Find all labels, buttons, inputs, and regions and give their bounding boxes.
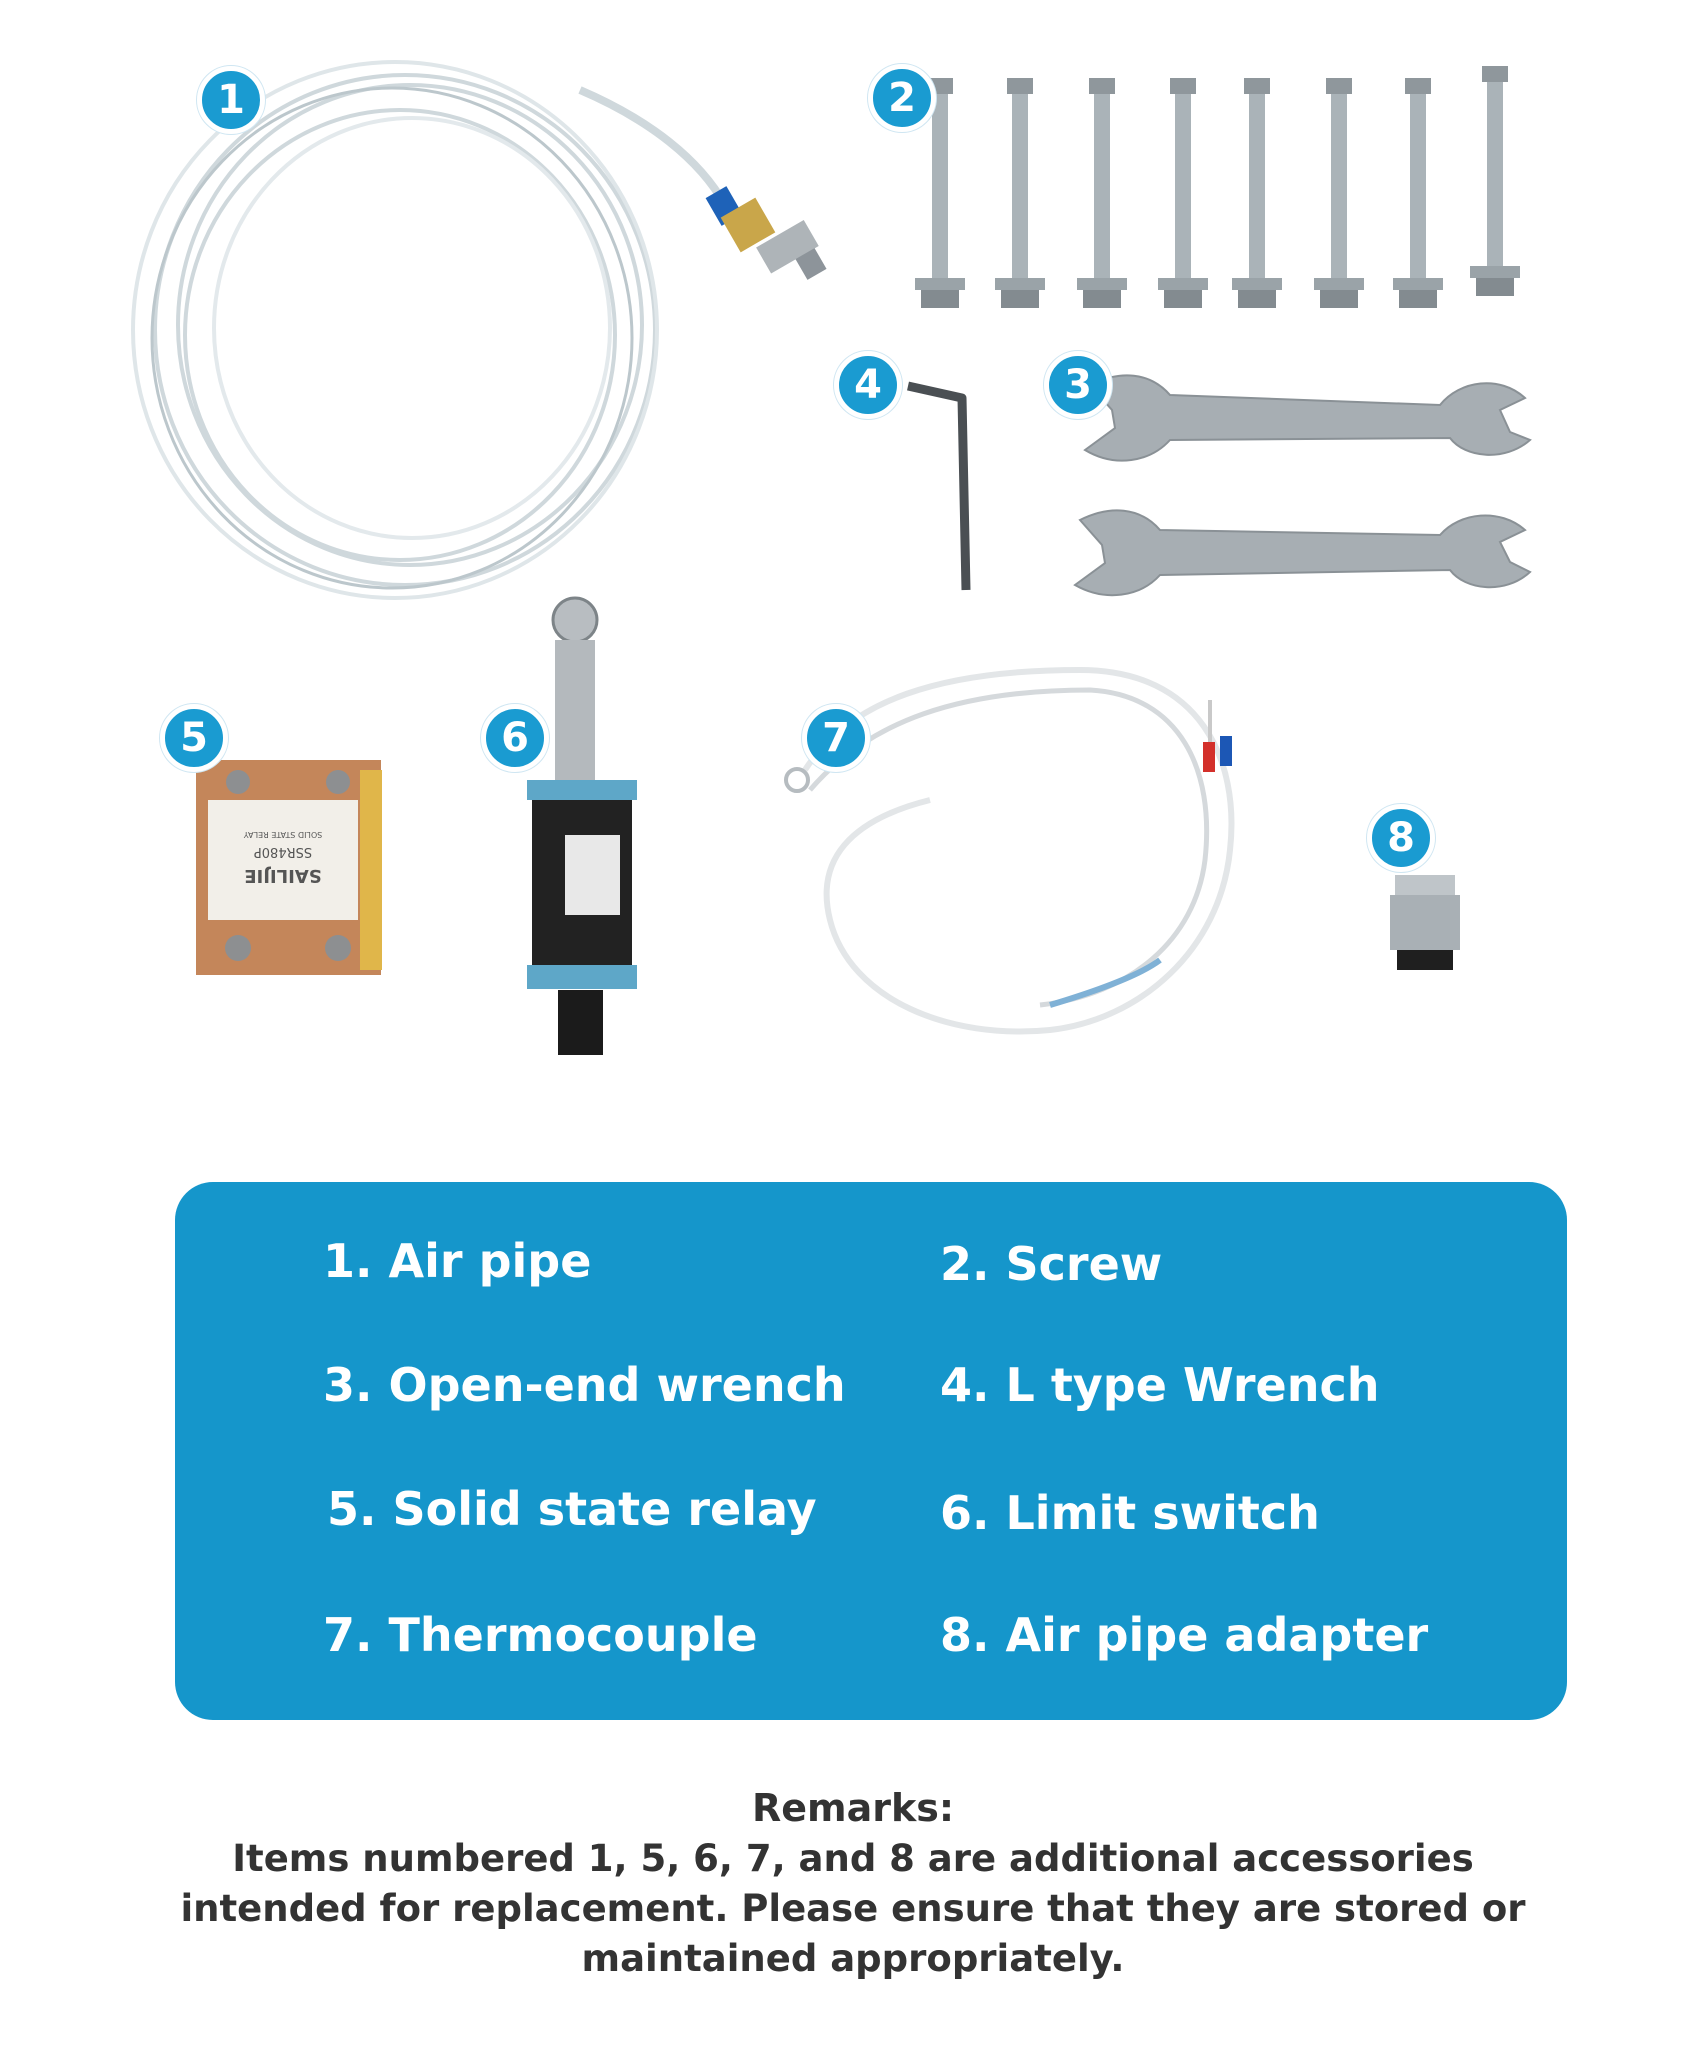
- legend-item-air-pipe-adapter: 8. Air pipe adapter: [940, 1608, 1429, 1662]
- relay-type-text: SOLID STATE RELAY: [244, 830, 323, 839]
- legend-item-screw: 2. Screw: [940, 1237, 1163, 1291]
- legend-item-air-pipe: 1. Air pipe: [323, 1234, 592, 1288]
- badge-6: 6: [481, 704, 549, 772]
- accessories-photo: SAILIJIE SSR480P SOLID STATE RELAY: [131, 60, 1532, 1055]
- legend-item-l-type-wrench: 4. L type Wrench: [940, 1358, 1380, 1412]
- limit-switch-image: [527, 596, 637, 1055]
- remarks-body: Items numbered 1, 5, 6, 7, and 8 are add…: [180, 1837, 1526, 1980]
- screws-image: [915, 66, 1520, 308]
- badge-7: 7: [802, 704, 870, 772]
- relay-brand-text: SAILIJIE: [244, 865, 321, 886]
- remarks-title: Remarks:: [751, 1786, 955, 1830]
- badge-8: 8: [1367, 804, 1435, 872]
- legend-panel: 1. Air pipe 2. Screw 3. Open-end wrench …: [175, 1182, 1567, 1720]
- badge-1: 1: [197, 66, 265, 134]
- l-type-wrench-image: [907, 381, 971, 591]
- legend-item-thermocouple: 7. Thermocouple: [323, 1608, 758, 1662]
- badge-4: 4: [834, 351, 902, 419]
- air-pipe-connector-image: [705, 186, 827, 280]
- remarks-section: Remarks: Items numbered 1, 5, 6, 7, and …: [150, 1782, 1556, 1984]
- air-pipe-adapter-image: [1390, 875, 1460, 970]
- badge-2: 2: [868, 64, 936, 132]
- solid-state-relay-image: SAILIJIE SSR480P SOLID STATE RELAY: [196, 760, 382, 975]
- thermocouple-image: [784, 666, 1235, 1035]
- badge-5: 5: [160, 704, 228, 772]
- air-pipe-image: [131, 60, 729, 600]
- legend-item-open-end-wrench: 3. Open-end wrench: [323, 1358, 846, 1412]
- open-end-wrench-image: [1073, 374, 1532, 597]
- legend-item-limit-switch: 6. Limit switch: [940, 1486, 1320, 1540]
- relay-model-text: SSR480P: [254, 844, 312, 859]
- badge-3: 3: [1044, 351, 1112, 419]
- legend-item-solid-state-relay: 5. Solid state relay: [327, 1482, 817, 1536]
